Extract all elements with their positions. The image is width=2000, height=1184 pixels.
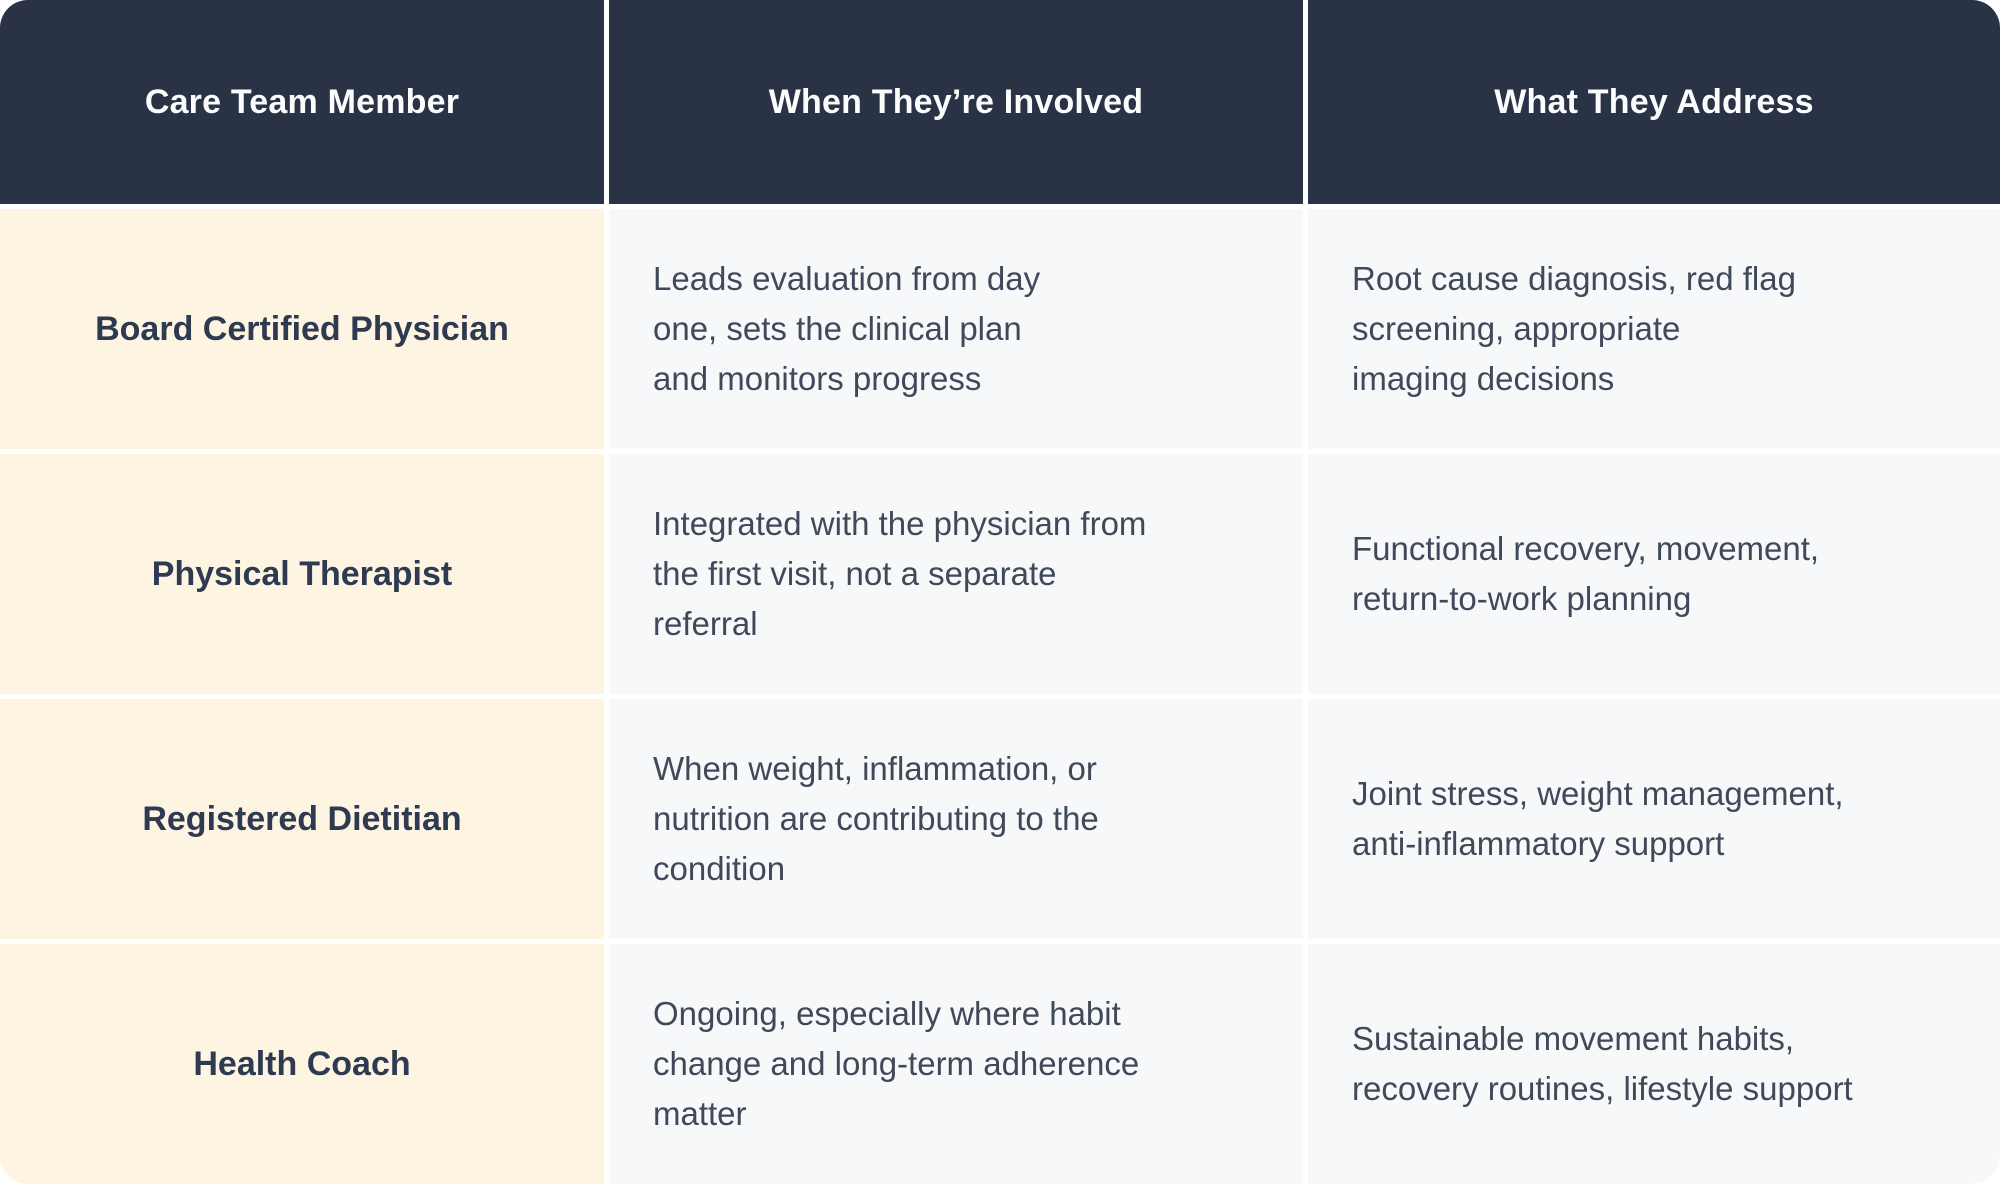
address-cell-health-coach: Sustainable movement habits, recovery ro… — [1308, 944, 2000, 1184]
column-header-care-team-member: Care Team Member — [0, 0, 604, 204]
member-cell-registered-dietitian: Registered Dietitian — [0, 699, 604, 939]
involvement-cell-physician: Leads evaluation from day one, sets the … — [609, 209, 1303, 449]
column-header-what-they-address: What They Address — [1308, 0, 2000, 204]
address-cell-physical-therapist: Functional recovery, movement, return-to… — [1308, 454, 2000, 694]
involvement-cell-health-coach: Ongoing, especially where habit change a… — [609, 944, 1303, 1184]
involvement-cell-physical-therapist: Integrated with the physician from the f… — [609, 454, 1303, 694]
address-cell-physician: Root cause diagnosis, red flag screening… — [1308, 209, 2000, 449]
involvement-cell-registered-dietitian: When weight, inflammation, or nutrition … — [609, 699, 1303, 939]
member-cell-physical-therapist: Physical Therapist — [0, 454, 604, 694]
member-cell-health-coach: Health Coach — [0, 944, 604, 1184]
column-header-when-involved: When They’re Involved — [609, 0, 1303, 204]
address-cell-registered-dietitian: Joint stress, weight management, anti-in… — [1308, 699, 2000, 939]
member-cell-physician: Board Certified Physician — [0, 209, 604, 449]
